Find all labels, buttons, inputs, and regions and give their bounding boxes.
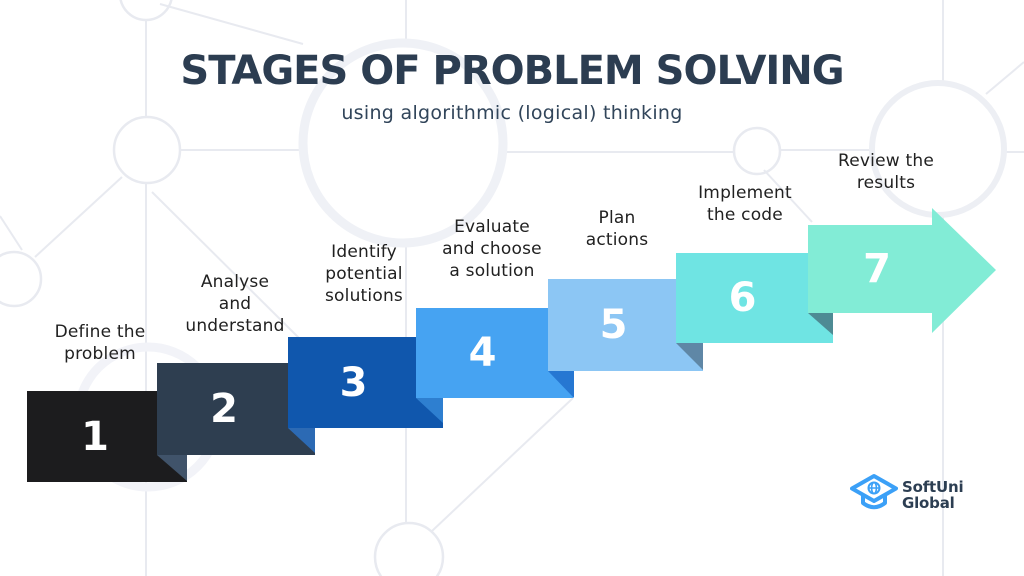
stage-6-label: Implement the code [698,183,792,225]
stage-6-number: 6 [728,275,757,321]
stage-4-block: 4 [416,308,573,398]
stage-7-number: 7 [863,246,891,292]
stage-6-block: 6 [676,253,833,343]
logo-text: SoftUni Global [902,478,964,512]
stage-1-label: Define the problem [54,322,146,364]
logo-brand-line2: Global [902,494,955,512]
stage-7-label: Review the results [838,151,934,193]
logo-brand-line1: SoftUni [902,478,964,496]
stage-7-arrow [808,208,996,333]
stage-3-label: Identify potential solutions [325,242,403,306]
softuni-global-logo: SoftUni Global [850,472,964,518]
stage-4-label: Evaluate and choose a solution [442,217,542,281]
stage-7-arrow-shape [808,208,996,333]
stage-5-label: Plan actions [585,208,649,250]
stage-2-number: 2 [210,386,238,432]
page-title: STAGES OF PROBLEM SOLVING [180,48,844,94]
stage-3-number: 3 [339,359,368,406]
stage-4-number: 4 [468,330,497,376]
stage-5-number: 5 [599,302,628,348]
stage-1-number: 1 [81,413,109,460]
graduation-cap-icon [850,474,898,510]
page-subtitle: using algorithmic (logical) thinking [341,102,683,124]
stage-7-number-wrap: 7 [808,225,932,313]
stage-2-label: Analyse and understand [185,272,285,336]
